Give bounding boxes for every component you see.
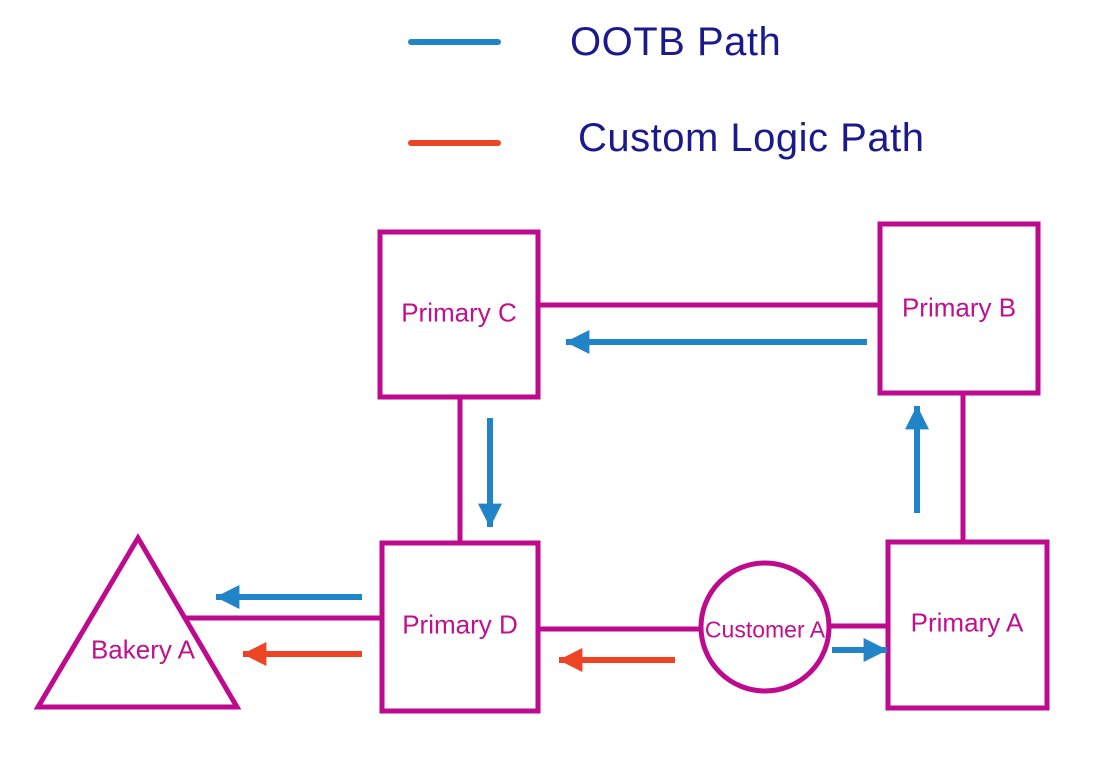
primary-c-label: Primary C xyxy=(401,297,517,328)
bakery-a-label: Bakery A xyxy=(90,634,196,665)
ootb-path-legend-label: OOTB Path xyxy=(570,20,782,64)
customer-a-label: Customer A xyxy=(704,616,826,643)
custom-logic-path-legend-label: Custom Logic Path xyxy=(578,116,925,160)
primary-b-label: Primary B xyxy=(901,292,1017,323)
primary-a-label: Primary A xyxy=(910,607,1024,638)
customer-a-circle xyxy=(698,560,832,694)
primary-b-box xyxy=(877,221,1041,396)
custom-logic-path-line-swatch xyxy=(408,140,501,146)
ootb-path-line-swatch xyxy=(408,39,501,45)
primary-c-box xyxy=(377,229,541,400)
bakery-a-triangle xyxy=(33,533,242,710)
primary-a-box xyxy=(885,539,1050,711)
primary-d-box xyxy=(379,540,541,714)
primary-d-label: Primary D xyxy=(402,609,518,640)
